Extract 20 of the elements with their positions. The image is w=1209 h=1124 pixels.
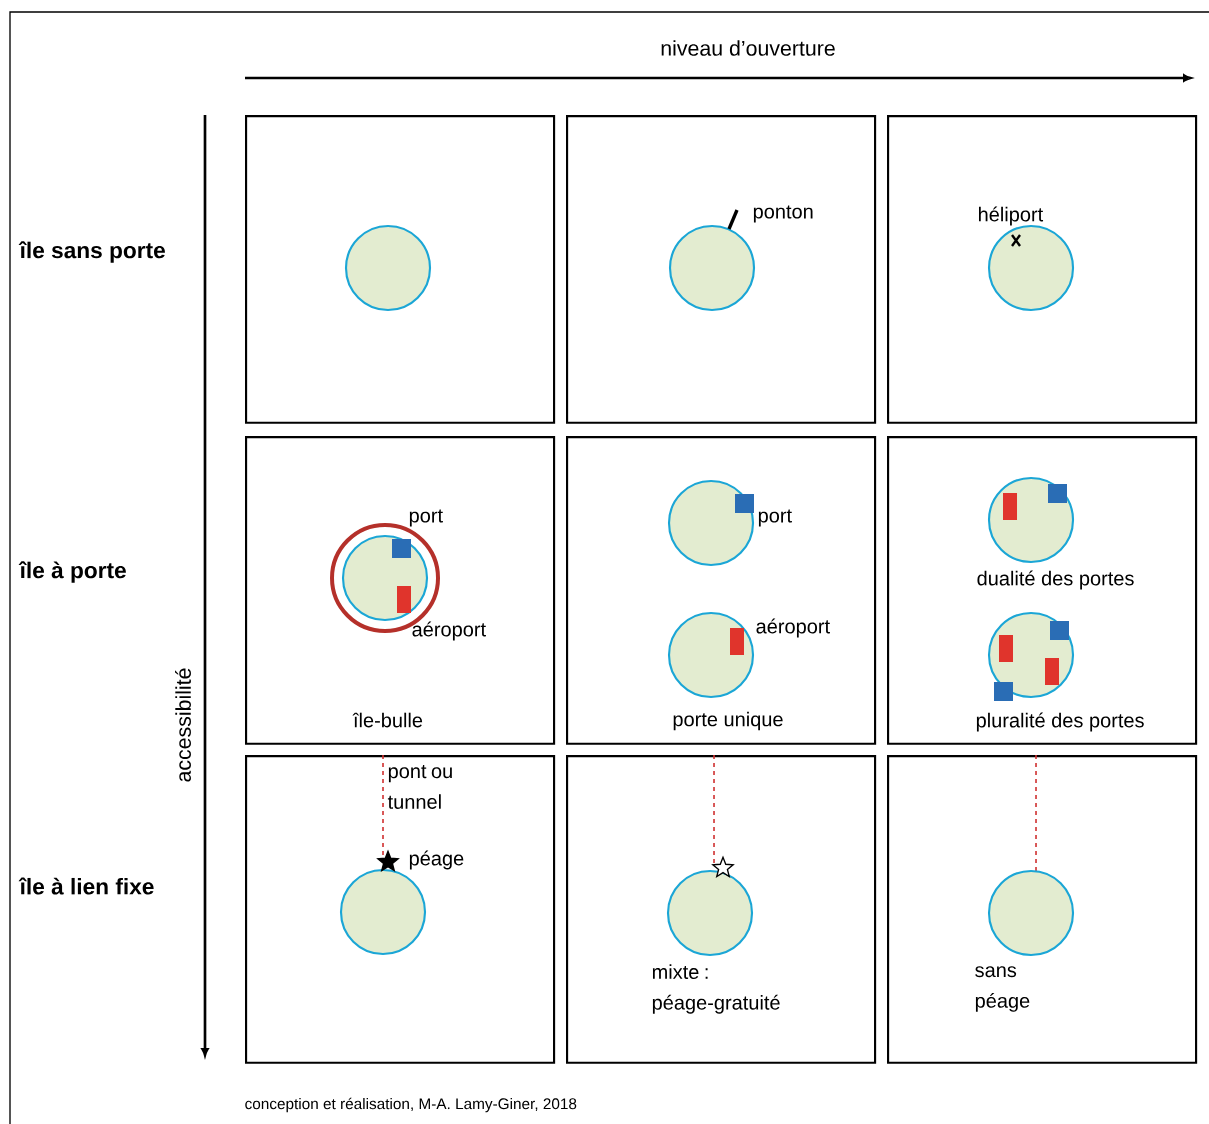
axis-label: niveau d’ouverture bbox=[661, 40, 835, 56]
cell-label: péage bbox=[409, 850, 464, 870]
cell-label: porte unique bbox=[673, 711, 783, 731]
cell-label: île-bulle bbox=[352, 712, 423, 728]
cell-label: ponton bbox=[753, 205, 813, 223]
row-label: île à porte bbox=[18, 561, 126, 583]
cell-label: sans péage bbox=[975, 966, 1030, 1012]
cell-label: port bbox=[409, 509, 443, 527]
cell-label: aéroport bbox=[756, 618, 830, 638]
axis-label: accessibilité bbox=[175, 668, 191, 782]
cell-label: dualité des portes bbox=[977, 570, 1134, 590]
cell-label: pont ou tunnel bbox=[387, 765, 452, 809]
cell-label: mixte : péage-gratuité bbox=[652, 964, 780, 1014]
cell-label: héliport bbox=[979, 206, 1044, 226]
cell-label: pluralité des portes bbox=[976, 712, 1144, 732]
caption: conception et réalisation, M-A. Lamy-Giner, 2018 bbox=[245, 1097, 577, 1113]
row-label: île à lien fixe bbox=[18, 877, 154, 895]
row-label: île sans porte bbox=[18, 241, 165, 263]
cell-label: port bbox=[758, 509, 792, 527]
cell-label: aéroport bbox=[412, 621, 486, 641]
